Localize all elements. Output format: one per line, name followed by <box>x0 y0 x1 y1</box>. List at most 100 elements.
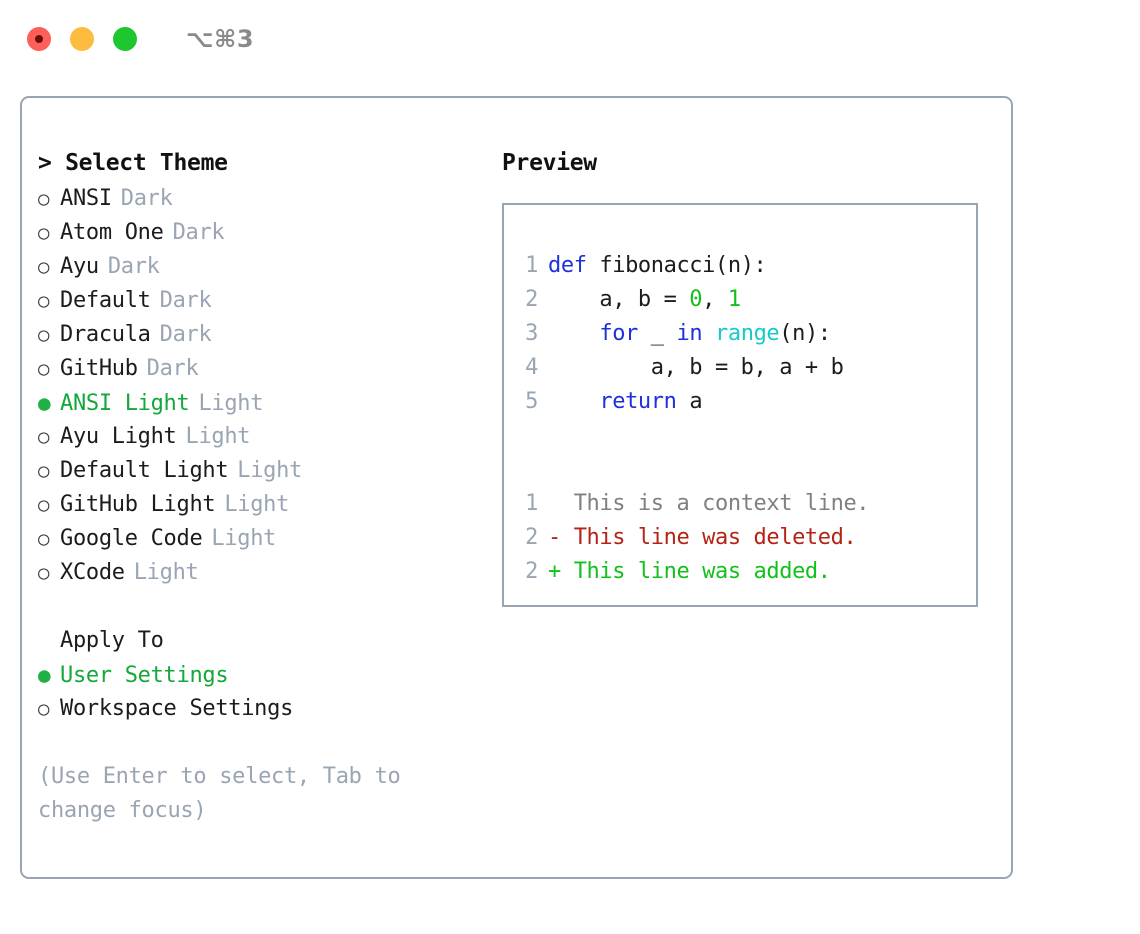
theme-name: Atom One <box>60 220 164 245</box>
line-number: 1 <box>525 253 538 278</box>
code-token: for <box>599 321 638 346</box>
theme-name: Ayu <box>60 254 99 279</box>
diff-marker <box>548 487 574 521</box>
theme-name: Default <box>60 288 151 313</box>
theme-option-github-dark[interactable]: ○ GitHub Dark <box>38 352 478 386</box>
select-theme-heading: > Select Theme <box>38 150 228 176</box>
radio-icon[interactable]: ○ <box>38 188 50 210</box>
list-spacer <box>38 590 478 624</box>
code-token: 1 <box>727 287 741 312</box>
theme-variant: Light <box>211 526 277 551</box>
code-line: 2 a, b = 0, 1 <box>504 283 976 317</box>
theme-option-github-light[interactable]: ○ GitHub Light Light <box>38 488 478 522</box>
preview-heading: Preview <box>502 150 597 176</box>
code-line: 4 a, b = b, a + b <box>504 351 976 385</box>
diff-marker: + <box>548 559 574 584</box>
diff-marker: - <box>548 525 574 550</box>
code-token: range <box>715 321 780 346</box>
theme-option-ansi-dark[interactable]: ○ ANSI Dark <box>38 182 478 216</box>
line-number: 1 <box>525 491 538 516</box>
theme-name: Default Light <box>60 458 229 483</box>
theme-variant: Dark <box>159 322 212 347</box>
radio-icon[interactable]: ○ <box>38 494 50 516</box>
radio-icon-selected[interactable]: ● <box>38 663 51 687</box>
diff-text: This is a context line. <box>573 491 870 516</box>
apply-to-list[interactable]: ● User Settings ○ Workspace Settings <box>38 658 478 726</box>
minimize-button[interactable] <box>70 27 94 51</box>
theme-variant: Dark <box>146 356 199 381</box>
code-line: 5 return a <box>504 385 976 419</box>
theme-variant: Light <box>237 458 303 483</box>
diff-line-added: 2 + This line was added. <box>504 555 976 589</box>
line-number: 2 <box>525 287 538 312</box>
theme-option-dracula-dark[interactable]: ○ Dracula Dark <box>38 318 478 352</box>
preview-column: Preview 1 def fibonacci(n): 2 a, b = 0, … <box>502 146 992 607</box>
theme-option-atom-one-dark[interactable]: ○ Atom One Dark <box>38 216 478 250</box>
line-number: 2 <box>525 559 538 584</box>
code-token: return <box>599 389 677 414</box>
theme-name: Ayu Light <box>60 424 177 449</box>
theme-option-ayu-dark[interactable]: ○ Ayu Dark <box>38 250 478 284</box>
theme-option-default-light[interactable]: ○ Default Light Light <box>38 454 478 488</box>
radio-icon[interactable]: ○ <box>38 256 50 278</box>
theme-variant: Dark <box>172 220 225 245</box>
theme-option-xcode[interactable]: ○ XCode Light <box>38 556 478 590</box>
radio-icon[interactable]: ○ <box>38 562 50 584</box>
diff-text: This line was added. <box>573 559 831 584</box>
theme-variant: Light <box>133 560 199 585</box>
theme-variant: Light <box>185 424 251 449</box>
code-text: return a <box>548 385 702 419</box>
apply-to-heading: Apply To <box>60 628 164 653</box>
theme-variant: Dark <box>107 254 160 279</box>
diff-text: This line was deleted. <box>573 525 857 550</box>
radio-icon[interactable]: ○ <box>38 528 50 550</box>
code-token: , <box>702 287 728 312</box>
radio-icon[interactable]: ○ <box>38 460 50 482</box>
theme-name: Dracula <box>60 322 151 347</box>
code-token <box>702 321 715 346</box>
radio-icon-selected[interactable]: ● <box>38 391 51 415</box>
radio-icon[interactable]: ○ <box>38 290 50 312</box>
theme-name: GitHub <box>60 356 138 381</box>
code-text: for _ in range(n): <box>548 317 831 351</box>
code-token: a, b = b, a + b <box>548 355 844 380</box>
diff-line-deleted: 2 - This line was deleted. <box>504 521 976 555</box>
theme-name: XCode <box>60 560 125 585</box>
radio-icon[interactable]: ○ <box>38 222 50 244</box>
code-text: a, b = 0, 1 <box>548 283 741 317</box>
title-bar: ⌥⌘3 <box>0 0 1140 78</box>
theme-variant: Light <box>198 391 264 416</box>
theme-name: GitHub Light <box>60 492 216 517</box>
close-button[interactable] <box>27 27 51 51</box>
maximize-button[interactable] <box>113 27 137 51</box>
code-text: a, b = b, a + b <box>548 351 844 385</box>
window-controls <box>27 27 137 51</box>
apply-option-label: User Settings <box>60 663 229 688</box>
code-token: fibonacci(n): <box>586 253 767 278</box>
apply-option-user-settings[interactable]: ● User Settings <box>38 658 478 692</box>
code-token: def <box>548 253 587 278</box>
theme-option-default-dark[interactable]: ○ Default Dark <box>38 284 478 318</box>
radio-icon[interactable]: ○ <box>38 426 50 448</box>
code-token: _ <box>637 321 677 346</box>
theme-list[interactable]: ○ ANSI Dark ○ Atom One Dark ○ Ayu Dark <box>38 182 478 590</box>
radio-icon[interactable]: ○ <box>38 358 50 380</box>
theme-option-ayu-light[interactable]: ○ Ayu Light Light <box>38 420 478 454</box>
theme-variant: Dark <box>159 288 212 313</box>
code-token <box>548 389 599 414</box>
line-number: 2 <box>525 525 538 550</box>
code-token: a, b = <box>548 287 690 312</box>
code-text: def fibonacci(n): <box>548 249 767 283</box>
radio-icon[interactable]: ○ <box>38 324 50 346</box>
code-token: (n): <box>779 321 831 346</box>
theme-option-google-code[interactable]: ○ Google Code Light <box>38 522 478 556</box>
theme-selection-column: > Select Theme ○ ANSI Dark ○ Atom One Da… <box>38 146 478 828</box>
theme-name: ANSI Light <box>60 391 190 416</box>
diff-line-context: 1 This is a context line. <box>504 487 976 521</box>
radio-icon[interactable]: ○ <box>38 698 50 720</box>
theme-option-ansi-light[interactable]: ● ANSI Light Light <box>38 386 478 420</box>
theme-name: Google Code <box>60 526 203 551</box>
apply-option-workspace-settings[interactable]: ○ Workspace Settings <box>38 692 478 726</box>
code-token: in <box>676 321 703 346</box>
